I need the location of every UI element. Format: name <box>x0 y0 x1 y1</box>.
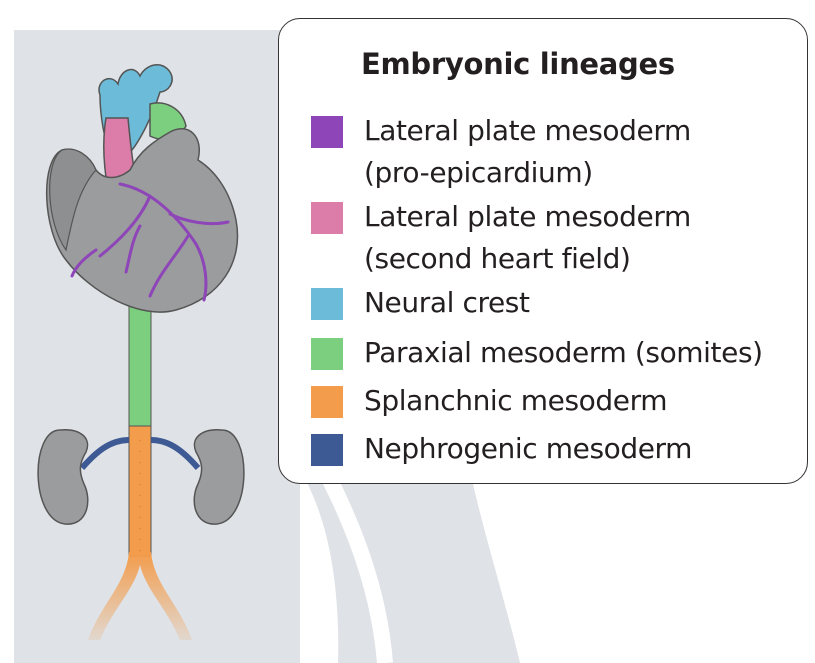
legend-swatch <box>311 386 343 418</box>
legend-swatch <box>311 434 343 466</box>
legend-panel: Embryonic lineages Lateral plate mesoder… <box>278 18 808 484</box>
legend-label: Splanchnic mesoderm <box>364 380 814 422</box>
legend-title: Embryonic lineages <box>361 47 675 81</box>
legend-swatch <box>311 288 343 320</box>
legend-label: Neural crest <box>364 282 814 324</box>
legend-swatch <box>311 202 343 234</box>
legend-label: Paraxial mesoderm (somites) <box>364 332 814 374</box>
legend-label: Lateral plate mesoderm (pro-epicardium) <box>364 110 814 194</box>
legend-label: Nephrogenic mesoderm <box>364 428 814 470</box>
vessel-splanchnic-segment <box>129 426 151 556</box>
legend-label: Lateral plate mesoderm (second heart fie… <box>364 196 814 280</box>
vessel-paraxial-segment <box>129 300 151 427</box>
legend-swatch <box>311 116 343 148</box>
legend-swatch <box>311 338 343 370</box>
